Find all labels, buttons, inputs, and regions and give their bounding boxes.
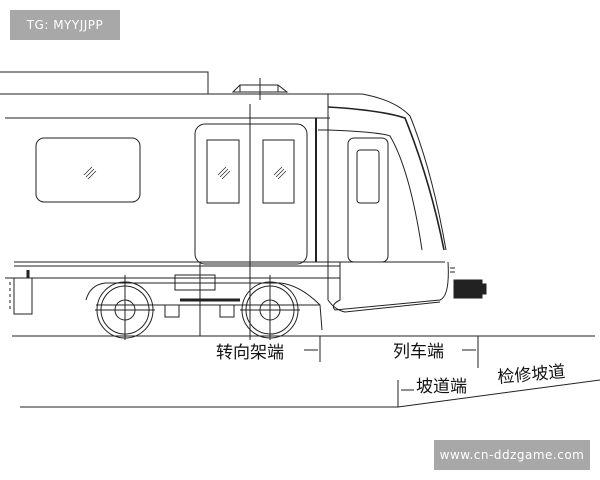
coupler [453,279,487,299]
track-and-ramp [12,335,600,408]
watermark-top-left: TG: MYYJJPP [10,10,120,40]
label-inspection-ramp: 检修坡道 [497,362,566,388]
label-bogie-end: 转向架端 [216,343,284,363]
cab-front [318,93,449,313]
watermark-bottom-right: www.cn-ddzgame.com [434,440,590,470]
side-window [35,137,141,203]
passenger-door [194,104,317,340]
bogie [85,262,323,340]
roof [0,71,330,119]
end-equipment [9,270,33,315]
label-train-end: 列车端 [393,342,444,362]
label-ramp-end: 坡道端 [416,377,467,397]
